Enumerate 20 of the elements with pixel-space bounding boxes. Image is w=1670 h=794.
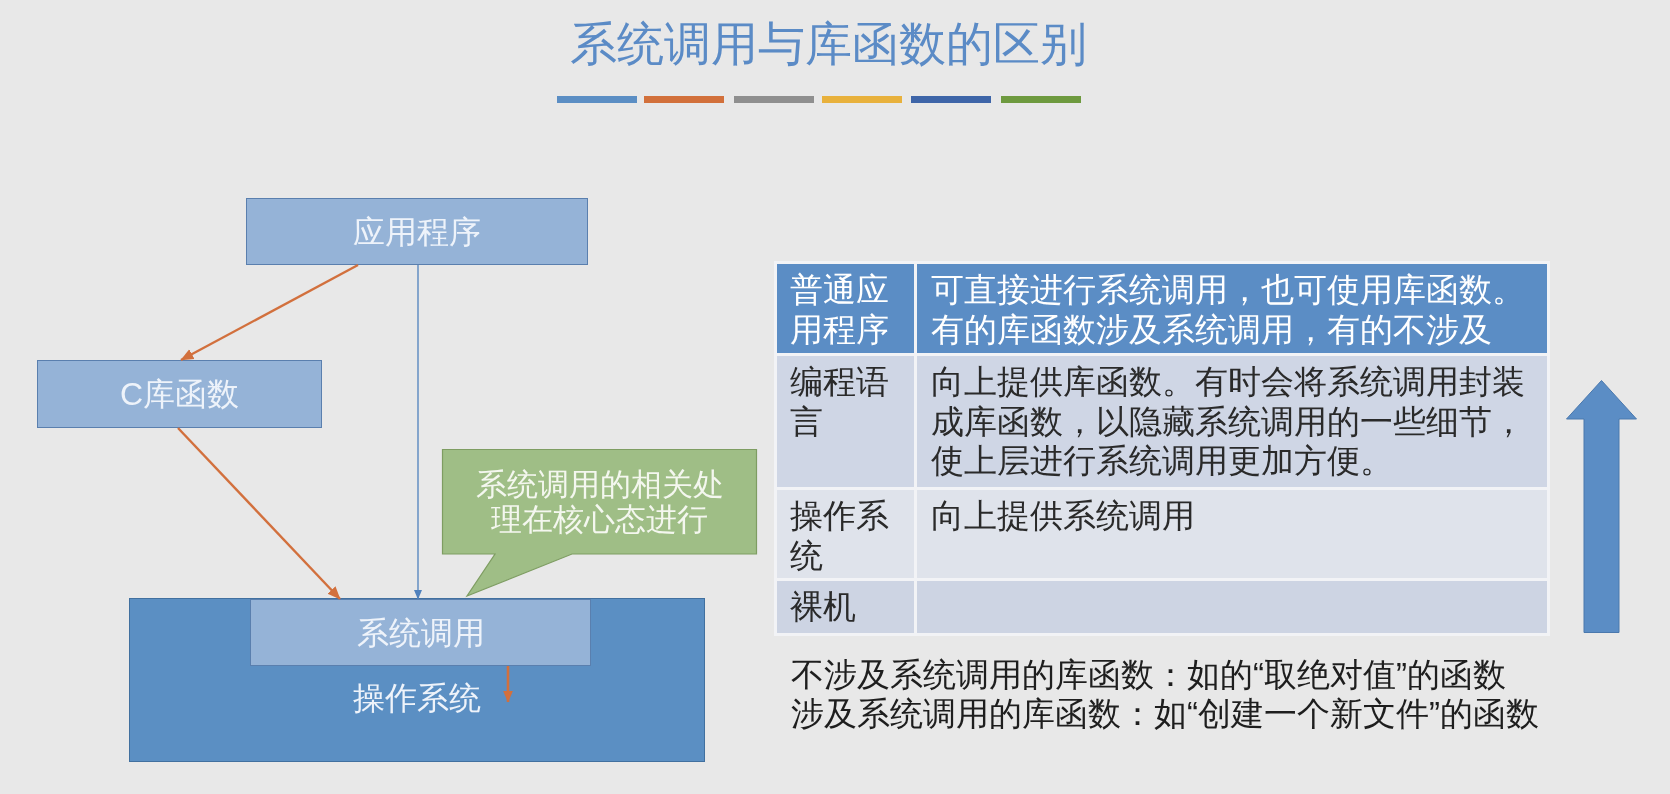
note-text: 不涉及系统调用的库函数：如的“取绝对值”的函数 [791, 655, 1506, 694]
table-cell: 操作系统 [777, 490, 914, 578]
arrow [180, 263, 359, 362]
arrow [413, 264, 423, 600]
layer-label: 操作系统 [353, 679, 481, 717]
table-cell: 裸机 [777, 581, 914, 633]
note-text: 涉及系统调用的库函数：如“创建一个新文件”的函数 [791, 694, 1539, 733]
arrow [502, 666, 514, 703]
table-cell: 向上提供库函数。有时会将系统调用封装成库函数，以隐藏系统调用的一些细节，使上层进行系统调用更加方便。 [917, 356, 1547, 487]
layer-box [129, 598, 705, 762]
arrow [177, 427, 341, 600]
title: 系统调用与库函数的区别 [569, 16, 1087, 72]
table-header-cell: 可直接进行系统调用，也可使用库函数。有的库函数涉及系统调用，有的不涉及 [917, 264, 1547, 353]
table-cell: 向上提供系统调用 [917, 490, 1547, 578]
process-box: C库函数 [37, 360, 322, 428]
process-box: 系统调用 [250, 599, 591, 666]
callout-bubble: 系统调用的相关处理在核心态进行 [442, 449, 757, 597]
table-header-cell: 普通应用程序 [777, 264, 914, 353]
process-box: 应用程序 [246, 198, 588, 265]
table-cell: 编程语言 [777, 356, 914, 487]
